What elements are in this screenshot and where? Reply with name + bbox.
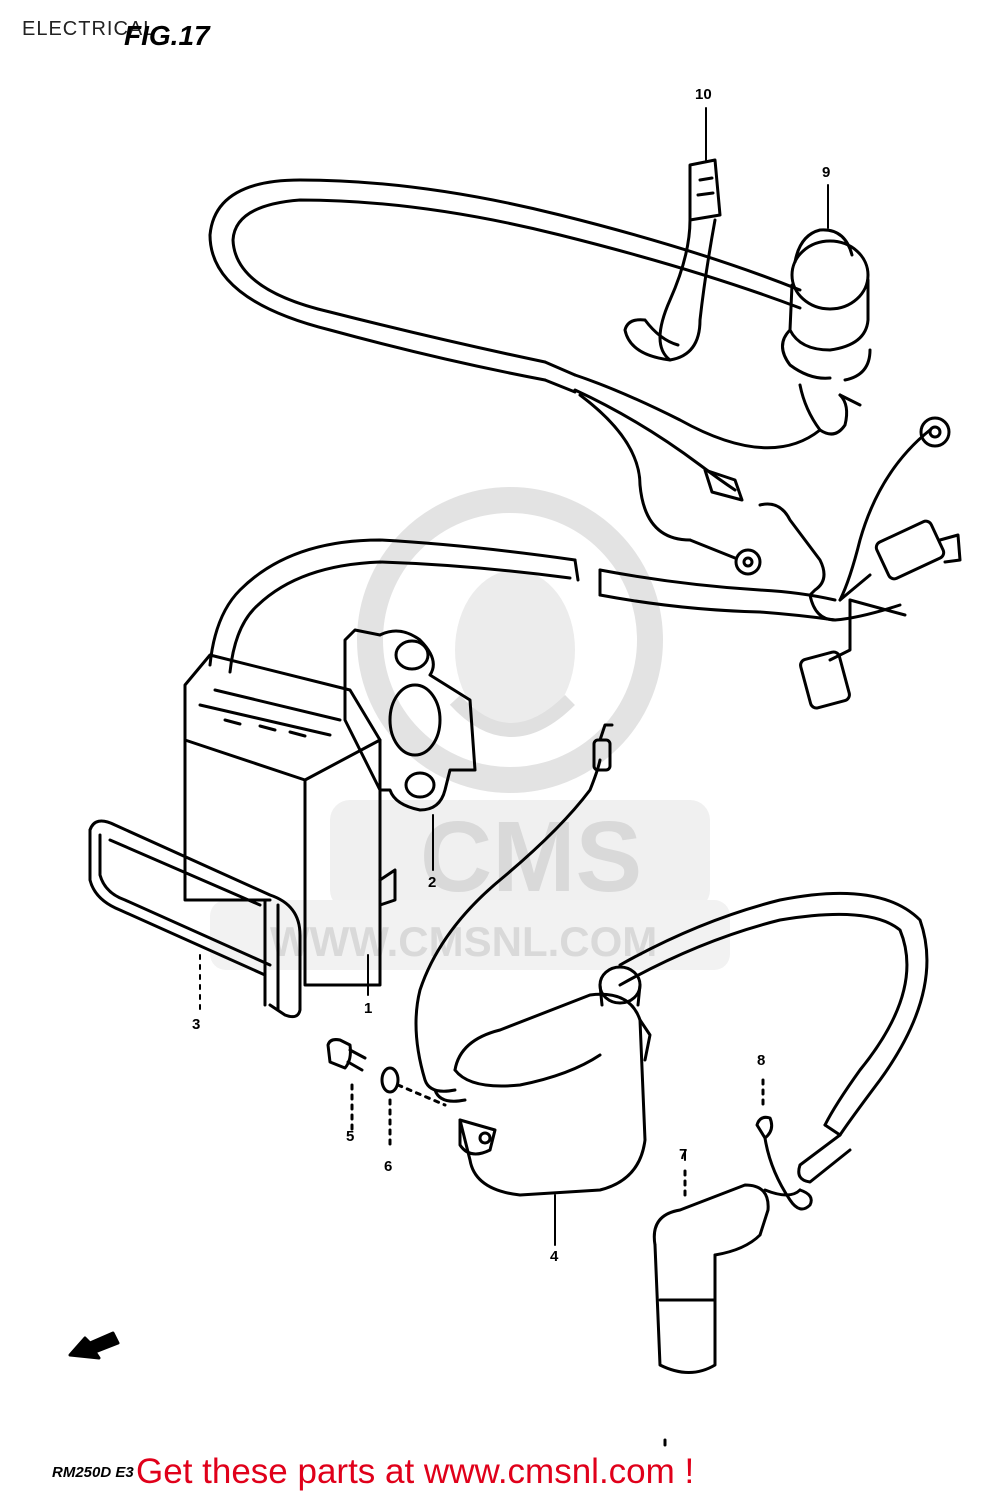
watermark-logo-text: CMS	[420, 801, 643, 913]
callout-7: 7	[679, 1146, 688, 1163]
part-4-ignition-coil	[414, 723, 929, 1197]
part-8-ground-clip	[755, 1078, 813, 1211]
callout-3: 3	[192, 1016, 201, 1033]
cdi-lead-wire	[208, 538, 837, 674]
front-direction-arrow	[68, 1331, 120, 1360]
callout-2: 2	[428, 874, 437, 891]
part-1-cdi-unit	[183, 653, 397, 987]
part-5-screw	[326, 1038, 367, 1132]
part-7-plug-cap	[652, 1168, 802, 1374]
part-9-engine-stop-switch	[208, 178, 872, 450]
part-2-bracket	[343, 628, 477, 812]
callout-4: 4	[550, 1248, 559, 1265]
callout-1: 1	[364, 1000, 373, 1017]
part-3-holder-band	[88, 819, 302, 1019]
diagram-section-title: ELECTRICAL	[22, 18, 156, 40]
get-parts-link[interactable]: Get these parts at www.cmsnl.com !	[136, 1452, 695, 1491]
watermark-url-text: WWW.CMSNL.COM	[270, 918, 658, 965]
callout-8: 8	[757, 1052, 766, 1069]
callout-6: 6	[384, 1158, 393, 1175]
model-code-label: RM250D E3	[52, 1464, 134, 1481]
callout-9: 9	[822, 164, 831, 181]
part-6-washer	[380, 1066, 447, 1147]
leader-lines	[199, 107, 829, 1246]
callout-5: 5	[346, 1128, 355, 1145]
part-10-band	[623, 158, 722, 362]
harness-wires	[573, 388, 962, 710]
callout-10: 10	[695, 86, 712, 103]
figure-number-label: FIG.17	[124, 20, 210, 51]
